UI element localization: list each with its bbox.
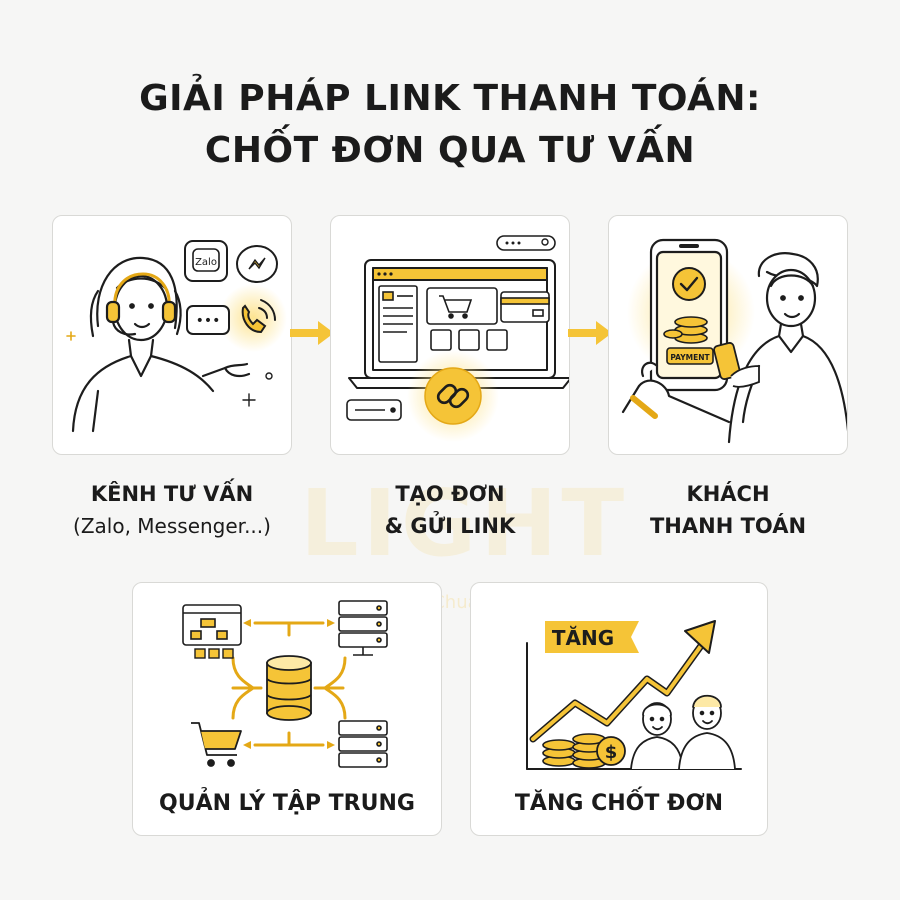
step-card-create-order	[330, 215, 570, 455]
credit-card-icon	[500, 291, 550, 323]
zalo-label: Zalo	[195, 257, 217, 268]
step-caption-consult: KÊNH TƯ VẤN (Zalo, Messenger...)	[52, 478, 292, 542]
increase-badge-label: TĂNG	[552, 626, 614, 650]
messenger-icon	[236, 245, 278, 283]
sitemap-window-icon	[182, 604, 242, 646]
cart-icon	[191, 722, 242, 767]
benefit-card-centralized: QUẢN LÝ TẬP TRUNG	[132, 582, 442, 836]
customer-payment-illustration: PAYMENT	[621, 238, 847, 444]
step-label-create-order: TẠO ĐƠN	[395, 482, 505, 506]
page-title-line-1: GIẢI PHÁP LINK THANH TOÁN:	[139, 78, 761, 119]
step-sublabel-consult: (Zalo, Messenger...)	[73, 514, 271, 538]
flow-arrow-1	[290, 321, 334, 345]
page-title-line-2: CHỐT ĐƠN QUA TƯ VẤN	[204, 130, 696, 171]
coin-stack-icon	[663, 316, 708, 344]
step-sublabel-create-order: & GỬI LINK	[384, 514, 516, 538]
coin-stack-icon	[542, 733, 606, 769]
benefit-label-centralized: QUẢN LÝ TẬP TRUNG	[159, 791, 415, 816]
step-caption-customer-pay: KHÁCH THANH TOÁN	[608, 478, 848, 542]
step-card-customer-pay: PAYMENT	[608, 215, 848, 455]
customers-icon	[630, 694, 736, 770]
server-icon-top	[338, 600, 388, 656]
chat-bubble-icon: •••	[186, 305, 230, 335]
increase-badge: TĂNG	[545, 621, 639, 653]
zalo-icon: Zalo	[184, 240, 228, 282]
server-icon-bottom	[338, 720, 388, 768]
search-bar-icon	[496, 235, 556, 251]
flow-arrow-2	[568, 321, 612, 345]
check-circle-icon	[672, 267, 706, 301]
step-label-customer-pay: KHÁCH	[686, 482, 770, 506]
growth-illustration: TĂNG $	[526, 620, 742, 770]
chat-dots: •••	[196, 313, 221, 329]
payment-button: PAYMENT	[666, 347, 714, 365]
coin-symbol: $	[605, 742, 618, 763]
benefit-card-increase: TĂNG $	[470, 582, 768, 836]
benefit-label-increase: TĂNG CHỐT ĐƠN	[514, 791, 724, 816]
dollar-coin-icon: $	[596, 736, 626, 766]
watermark-brand: LIGHT	[300, 470, 629, 577]
step-label-consult: KÊNH TƯ VẤN	[90, 482, 254, 506]
consultant-illustration: Zalo •••	[66, 240, 287, 433]
laptop-order-illustration	[346, 235, 569, 442]
link-icon	[436, 383, 470, 409]
centralized-management-illustration	[182, 600, 388, 768]
growth-arrow-icon	[529, 620, 716, 743]
database-icon	[266, 655, 312, 721]
step-card-consult: Zalo •••	[52, 215, 292, 455]
cart-panel-icon	[426, 287, 498, 325]
step-caption-create-order: TẠO ĐƠN & GỬI LINK	[330, 478, 570, 542]
payment-label: PAYMENT	[670, 353, 710, 362]
step-sublabel-customer-pay: THANH TOÁN	[649, 514, 807, 538]
